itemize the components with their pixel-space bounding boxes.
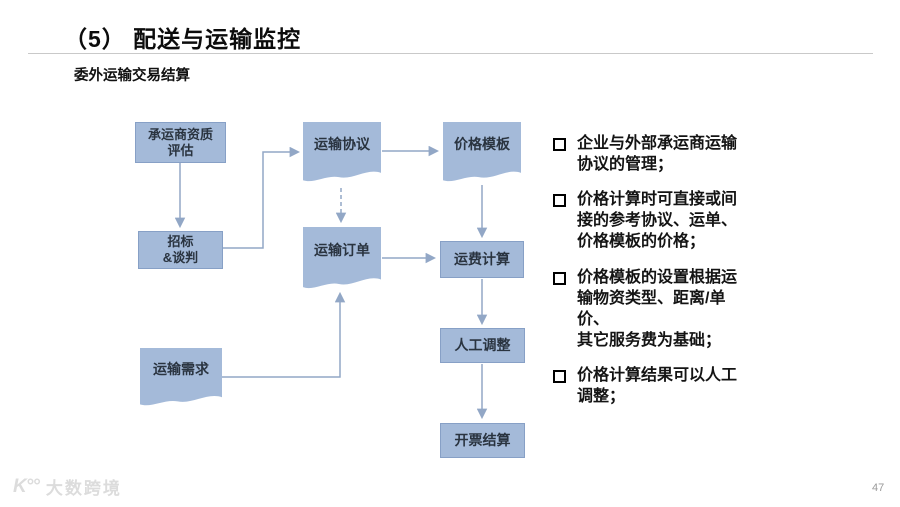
connector-bidding-to-agreement [223, 146, 301, 249]
bullet-item: 价格计算结果可以人工 调整； [553, 365, 769, 407]
square-bullet-icon [553, 194, 566, 208]
flow-node-label: 运输需求 [153, 361, 209, 378]
title-divider [28, 53, 873, 54]
flow-node-label: 运费计算 [454, 250, 510, 267]
document-shape [443, 122, 521, 182]
flow-node-label: 运输协议 [314, 135, 370, 152]
flow-node-label: 价格模板 [454, 135, 510, 152]
flow-node-bidding: 招标 &谈判 [138, 231, 223, 269]
flow-node-transport-agreement: 运输协议 [303, 122, 381, 184]
flow-node-carrier-qualification: 承运商资质 评估 [135, 122, 226, 163]
page-title: （5） 配送与运输监控 [64, 26, 302, 52]
document-shape [303, 227, 381, 289]
bullet-item: 价格模板的设置根据运 输物资类型、距离/单价、 其它服务费为基础； [553, 267, 769, 351]
document-shape [303, 122, 381, 182]
bullet-text: 价格模板的设置根据运 输物资类型、距离/单价、 其它服务费为基础； [577, 268, 738, 349]
bullet-text: 价格计算时可直接或间 接的参考协议、运单、 价格模板的价格； [577, 191, 738, 251]
square-bullet-icon [553, 271, 566, 285]
flow-node-manual-adjustment: 人工调整 [440, 328, 525, 363]
page-number: 47 [872, 482, 885, 494]
flow-node-label: 运输订单 [314, 241, 370, 258]
flow-node-invoice-settlement: 开票结算 [440, 423, 525, 458]
watermark-logo-icon: K°° [13, 475, 40, 497]
bullet-item: 价格计算时可直接或间 接的参考协议、运单、 价格模板的价格； [553, 189, 769, 252]
document-shape [140, 348, 222, 406]
flow-node-label: 开票结算 [454, 431, 511, 448]
bullet-list: 企业与外部承运商运输 协议的管理； 价格计算时可直接或间 接的参考协议、运单、 … [553, 133, 769, 421]
flow-node-freight-calculation: 运费计算 [440, 241, 524, 278]
watermark-logo-text: 大数跨境 [45, 479, 122, 498]
flow-node-label: 承运商资质 评估 [147, 126, 213, 158]
section-subtitle: 委外运输交易结算 [74, 68, 190, 84]
flow-node-transport-order: 运输订单 [303, 227, 381, 291]
watermark-logo: K°° 大数跨境 [13, 474, 122, 499]
flow-node-transport-demand: 运输需求 [140, 348, 222, 408]
bullet-text: 企业与外部承运商运输 协议的管理； [577, 135, 738, 174]
square-bullet-icon [553, 138, 566, 151]
square-bullet-icon [553, 369, 566, 383]
flow-node-label: 招标 &谈判 [162, 234, 199, 265]
bullet-text: 价格计算结果可以人工 调整； [577, 366, 738, 406]
bullet-item: 企业与外部承运商运输 协议的管理； [553, 133, 769, 175]
flow-node-label: 人工调整 [454, 336, 511, 353]
connector-demand-to-order [222, 291, 346, 378]
flow-node-price-template: 价格模板 [443, 122, 521, 184]
